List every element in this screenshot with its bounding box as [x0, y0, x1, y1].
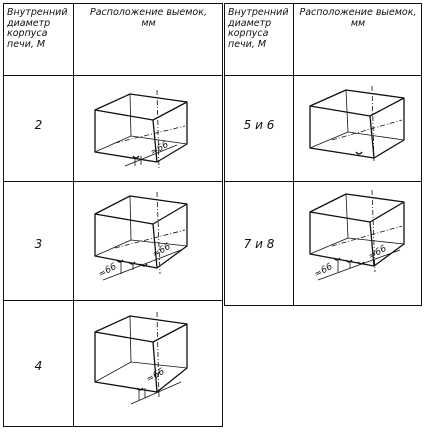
header-line: печи, М — [228, 38, 267, 50]
header-line: диаметр — [228, 17, 272, 29]
left-table-header-divider — [4, 75, 222, 76]
header-line: Расположение выемок, — [299, 7, 417, 18]
right-table-row-divider — [225, 181, 421, 182]
header-line: корпуса — [228, 28, 269, 39]
brick-block-figure — [309, 85, 405, 163]
right-col1-header: Внутренний диаметр корпуса печи, М — [225, 7, 293, 50]
header-line: Внутренний — [228, 7, 289, 18]
right-row2-diameter: 7 и 8 — [243, 237, 275, 251]
left-table-row-divider-1 — [4, 181, 222, 182]
left-col2-header: Расположение выемок, мм — [73, 7, 224, 29]
header-line: печи, М — [7, 38, 46, 50]
header-line: Расположение выемок, — [89, 7, 207, 18]
brick-block-figure — [94, 89, 188, 169]
header-line: корпуса — [7, 28, 48, 39]
right-table: Внутренний диаметр корпуса печи, М Распо… — [224, 3, 422, 306]
header-line: мм — [350, 17, 366, 29]
right-table-header-divider — [225, 75, 421, 76]
left-table: Внутренний диаметр корпуса печи, М Распо… — [3, 3, 223, 427]
header-line: мм — [141, 17, 156, 29]
right-col2-header: Расположение выемок, мм — [293, 7, 423, 29]
left-row3-diameter: 4 — [34, 359, 43, 373]
header-line: диаметр — [7, 17, 51, 29]
brick-block-figure — [309, 189, 405, 281]
header-line: Внутренний — [7, 7, 68, 18]
right-table-column-divider — [293, 4, 294, 305]
brick-block-figure — [94, 311, 188, 405]
left-table-row-divider-2 — [4, 300, 222, 301]
left-table-column-divider — [73, 4, 74, 426]
left-row1-diameter: 2 — [34, 118, 43, 132]
left-col1-header: Внутренний диаметр корпуса печи, М — [4, 7, 73, 50]
left-row2-diameter: 3 — [34, 237, 43, 251]
brick-block-figure — [94, 191, 188, 281]
right-row1-diameter: 5 и 6 — [243, 118, 275, 132]
